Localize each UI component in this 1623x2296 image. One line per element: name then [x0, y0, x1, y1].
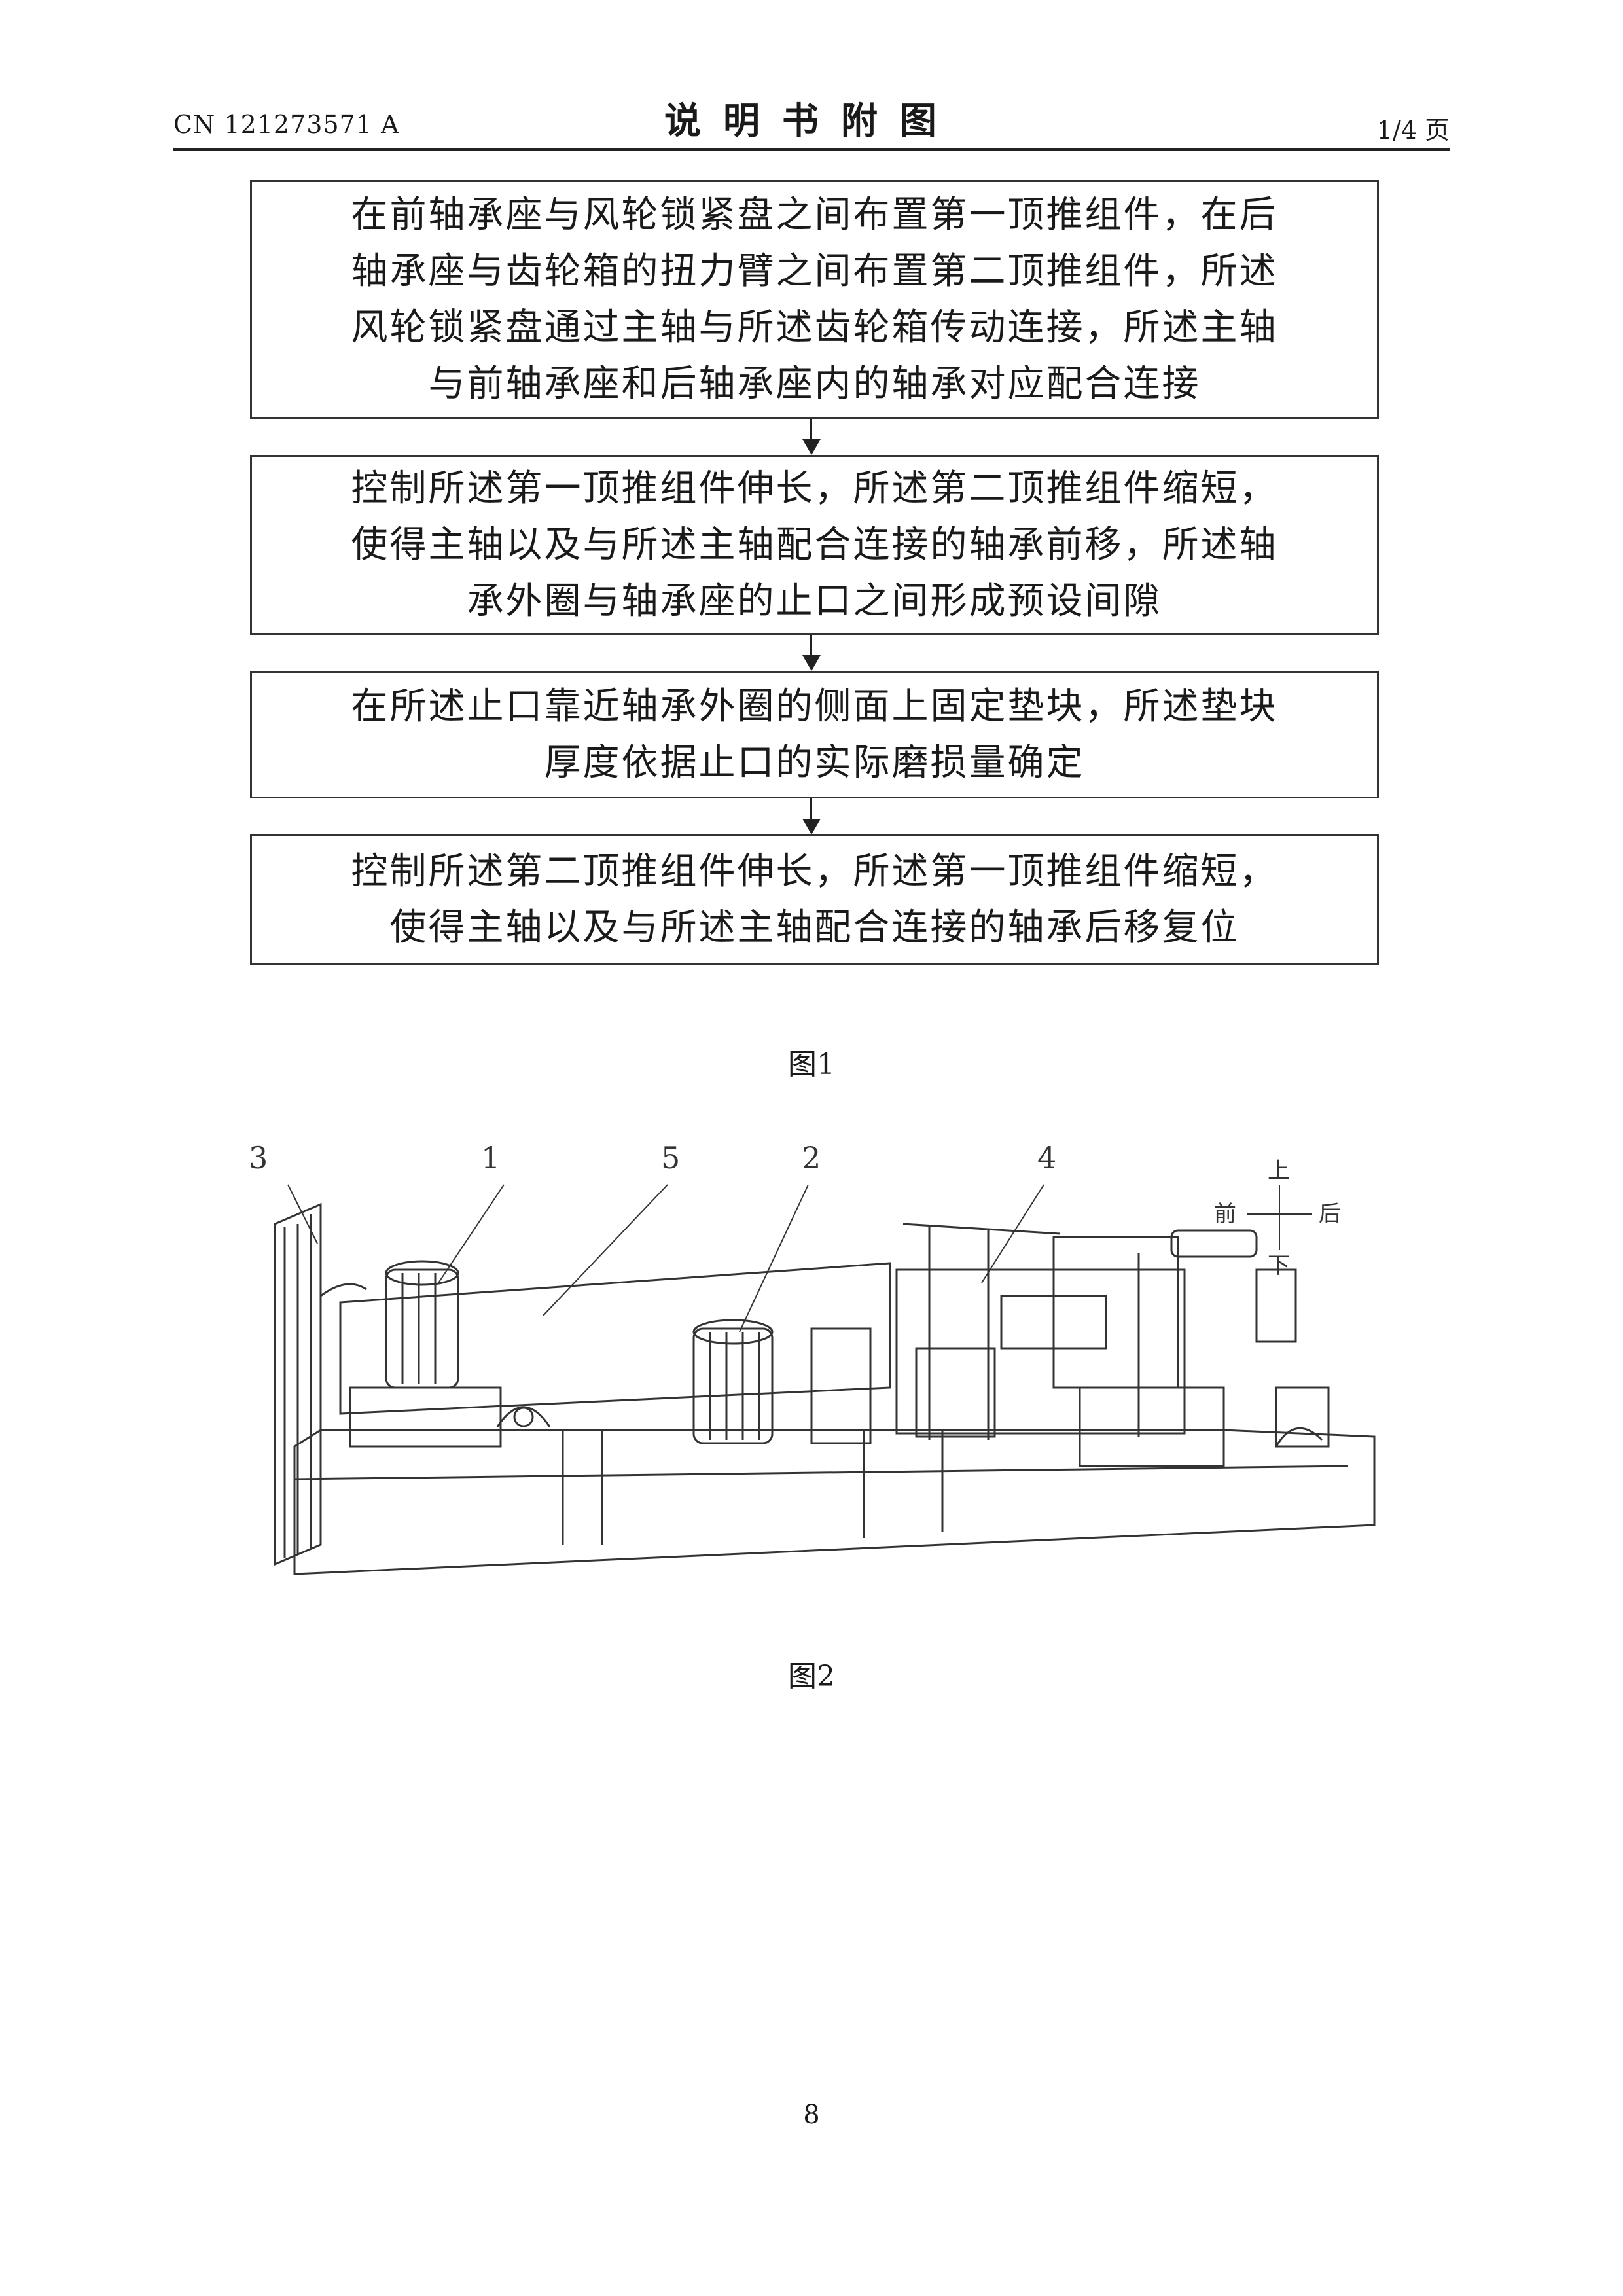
compass-back: 后 — [1319, 1201, 1341, 1227]
compass-down: 下 — [1268, 1253, 1290, 1279]
page-indicator: 1/4 页 — [1377, 110, 1450, 146]
compass-front: 前 — [1214, 1201, 1236, 1227]
label-leaders — [288, 1185, 1044, 1332]
label-1: 1 — [481, 1140, 500, 1175]
flow-step-1-line-1: 在前轴承座与风轮锁紧盘之间布置第一顶推组件，在后 — [351, 194, 1278, 236]
flow-step-1-line-4: 与前轴承座和后轴承座内的轴承对应配合连接 — [429, 363, 1201, 405]
label-4: 4 — [1037, 1140, 1056, 1175]
flow-step-1-line-2: 轴承座与齿轮箱的扭力臂之间布置第二顶推组件，所述 — [351, 250, 1278, 293]
flow-step-3-line-1: 在所述止口靠近轴承外圈的侧面上固定垫块，所述垫块 — [351, 685, 1278, 728]
figure-1-caption: 图1 — [0, 1041, 1623, 1083]
flow-step-2: 控制所述第一顶推组件伸长，所述第二顶推组件缩短， 使得主轴以及与所述主轴配合连接… — [250, 455, 1379, 635]
flow-step-3: 在所述止口靠近轴承外圈的侧面上固定垫块，所述垫块 厚度依据止口的实际磨损量确定 — [250, 671, 1379, 798]
label-5: 5 — [661, 1140, 680, 1175]
rotor-lock-disc — [275, 1204, 366, 1564]
header-rule — [173, 148, 1450, 151]
label-2: 2 — [802, 1140, 821, 1175]
flow-step-2-line-1: 控制所述第一顶推组件伸长，所述第二顶推组件缩短， — [351, 467, 1278, 510]
flow-step-2-line-2: 使得主轴以及与所述主轴配合连接的轴承前移，所述轴 — [351, 524, 1278, 566]
orientation-compass: 上 下 前 后 — [1214, 1158, 1341, 1279]
compass-up: 上 — [1268, 1158, 1290, 1184]
page-number: 8 — [0, 2100, 1623, 2130]
label-3: 3 — [249, 1140, 268, 1175]
rear-bearing-push-assembly — [694, 1320, 870, 1443]
figure-2-drawing: 3 1 5 2 4 上 下 前 后 — [236, 1139, 1400, 1584]
flow-step-4: 控制所述第二顶推组件伸长，所述第一顶推组件缩短， 使得主轴以及与所述主轴配合连接… — [250, 834, 1379, 965]
flow-step-3-line-2: 厚度依据止口的实际磨损量确定 — [544, 742, 1085, 784]
main-shaft — [340, 1263, 890, 1427]
flow-step-1-line-3: 风轮锁紧盘通过主轴与所述齿轮箱传动连接，所述主轴 — [351, 306, 1278, 349]
flow-step-4-line-1: 控制所述第二顶推组件伸长，所述第一顶推组件缩短， — [351, 850, 1278, 893]
flow-step-4-line-2: 使得主轴以及与所述主轴配合连接的轴承后移复位 — [390, 906, 1240, 949]
figure-2-caption: 图2 — [0, 1653, 1623, 1695]
base-frame — [294, 1430, 1374, 1574]
front-bearing-push-assembly — [350, 1261, 501, 1446]
flow-step-2-line-3: 承外圈与轴承座的止口之间形成预设间隙 — [467, 580, 1162, 622]
flow-step-1: 在前轴承座与风轮锁紧盘之间布置第一顶推组件，在后 轴承座与齿轮箱的扭力臂之间布置… — [250, 180, 1379, 419]
